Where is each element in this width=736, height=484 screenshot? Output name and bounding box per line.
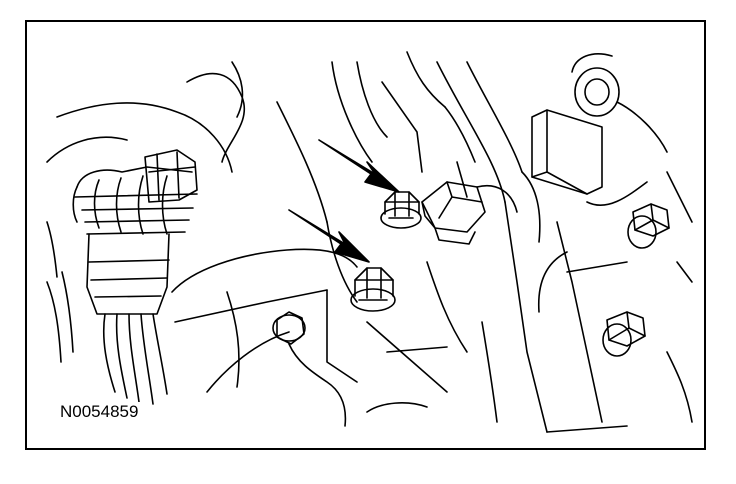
center-bracket: [172, 249, 357, 426]
engine-block-surface: [277, 52, 497, 422]
figure-id-label: N0054859: [58, 402, 141, 422]
pointer-arrow-lower: [289, 210, 369, 262]
engine-illustration: [27, 22, 704, 448]
large-hex-bolt: [422, 182, 517, 244]
upper-nut: [381, 192, 421, 228]
lower-nut: [351, 268, 395, 311]
sensor-connector-assembly: [47, 62, 244, 404]
illustration-frame: N0054859: [25, 20, 706, 450]
transmission-housing: [437, 54, 692, 432]
pointer-arrow-upper: [319, 140, 399, 192]
